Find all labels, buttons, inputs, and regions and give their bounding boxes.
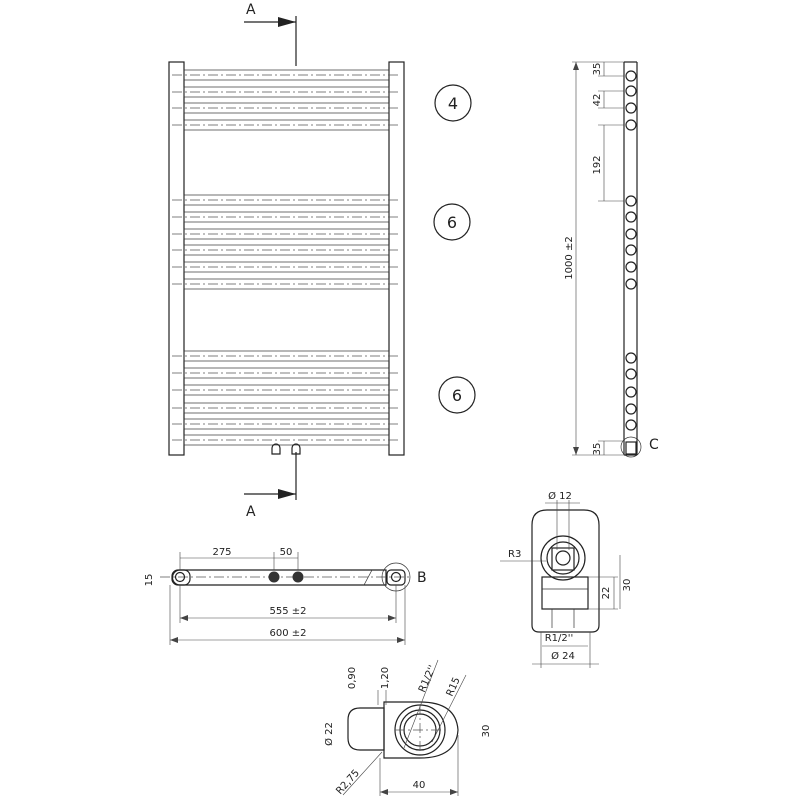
- dim-30: 30: [622, 579, 633, 592]
- dim-height: 1000 ±2: [564, 236, 575, 279]
- dim-120: 1,20: [380, 667, 391, 689]
- tube-rows: [172, 69, 400, 446]
- side-tube-circle: [625, 278, 637, 290]
- group-label-2: 6: [447, 213, 457, 232]
- side-tube-circle: [625, 70, 637, 82]
- side-tube-circle: [625, 261, 637, 273]
- detail-label-b: B: [417, 570, 427, 586]
- dim-15: 15: [144, 574, 155, 587]
- dim-22: 22: [601, 587, 612, 600]
- side-tube-circle: [625, 419, 637, 431]
- front-view: A A 4 6 6: [168, 2, 476, 520]
- valve-left: [271, 443, 281, 455]
- dim-r3: R3: [508, 549, 521, 560]
- dim-d22-c: Ø 22: [323, 722, 335, 746]
- detail-c-circle: [620, 436, 642, 458]
- dim-42: 42: [592, 94, 603, 107]
- dim-192: 192: [592, 155, 603, 174]
- dim-d12: Ø 12: [548, 490, 572, 502]
- left-collector: [168, 61, 185, 456]
- valve-port-left: [268, 571, 280, 583]
- section-label-a-top: A: [246, 2, 256, 18]
- dim-35-top: 35: [592, 63, 603, 76]
- side-tube-circle: [625, 102, 637, 114]
- side-tube-circle: [625, 85, 637, 97]
- detail-b-fitting: [541, 576, 589, 610]
- group-label-1: 4: [448, 94, 458, 113]
- side-tube-circles: [625, 70, 637, 431]
- side-tube-circle: [625, 352, 637, 364]
- group-label-3: 6: [452, 386, 462, 405]
- dim-40: 40: [413, 780, 426, 791]
- side-tube-circle: [625, 244, 637, 256]
- group-circle-2: [433, 203, 471, 241]
- side-valve: [625, 441, 637, 455]
- valve-right: [291, 443, 301, 455]
- section-label-a-bottom: A: [246, 504, 256, 520]
- dim-090: 0,90: [347, 667, 358, 689]
- side-tube-circle: [625, 403, 637, 415]
- dim-600: 600 ±2: [269, 628, 306, 639]
- top-left-collector: [171, 569, 191, 586]
- valve-port-right: [292, 571, 304, 583]
- side-tube-circle: [625, 228, 637, 240]
- arrow-head-icon: [278, 17, 296, 27]
- right-collector: [388, 61, 405, 456]
- side-tube-circle: [625, 386, 637, 398]
- dim-555: 555 ±2: [269, 606, 306, 617]
- dim-50: 50: [280, 547, 293, 558]
- detail-c-body: [383, 701, 459, 759]
- dim-r275: R2,75: [334, 768, 362, 797]
- dim-35-bottom: 35: [592, 443, 603, 456]
- group-circle-3: [438, 376, 476, 414]
- dim-thread: R1/2'': [545, 633, 574, 644]
- arrow-head-icon: [278, 489, 296, 499]
- dim-thread-c: R1/2'': [417, 664, 439, 695]
- group-circle-1: [434, 84, 472, 122]
- side-tube-circle: [625, 195, 637, 207]
- detail-c-fitting: [347, 707, 385, 751]
- dim-30-c: 30: [481, 725, 492, 738]
- dim-d24: Ø 24: [551, 650, 575, 662]
- detail-label-c: C: [649, 437, 659, 453]
- top-view: B 275 50 15 555 ±2 600 ±2: [144, 547, 427, 645]
- detail-b-outline: [531, 509, 600, 633]
- detail-b: Ø 12 R3 22 30 R1/2'' Ø 24: [500, 490, 633, 668]
- detail-b-tube: [540, 535, 586, 581]
- top-tube-body: [171, 569, 387, 586]
- side-view: C 1000 ±2 35 42 192 35: [564, 61, 659, 458]
- side-tube-circle: [625, 211, 637, 223]
- dim-275: 275: [212, 547, 231, 558]
- detail-c: 0,90 1,20 R1/2'' R15 Ø 22 30 R2,75 40: [323, 659, 492, 797]
- side-tube-circle: [625, 119, 637, 131]
- side-tube-circle: [625, 368, 637, 380]
